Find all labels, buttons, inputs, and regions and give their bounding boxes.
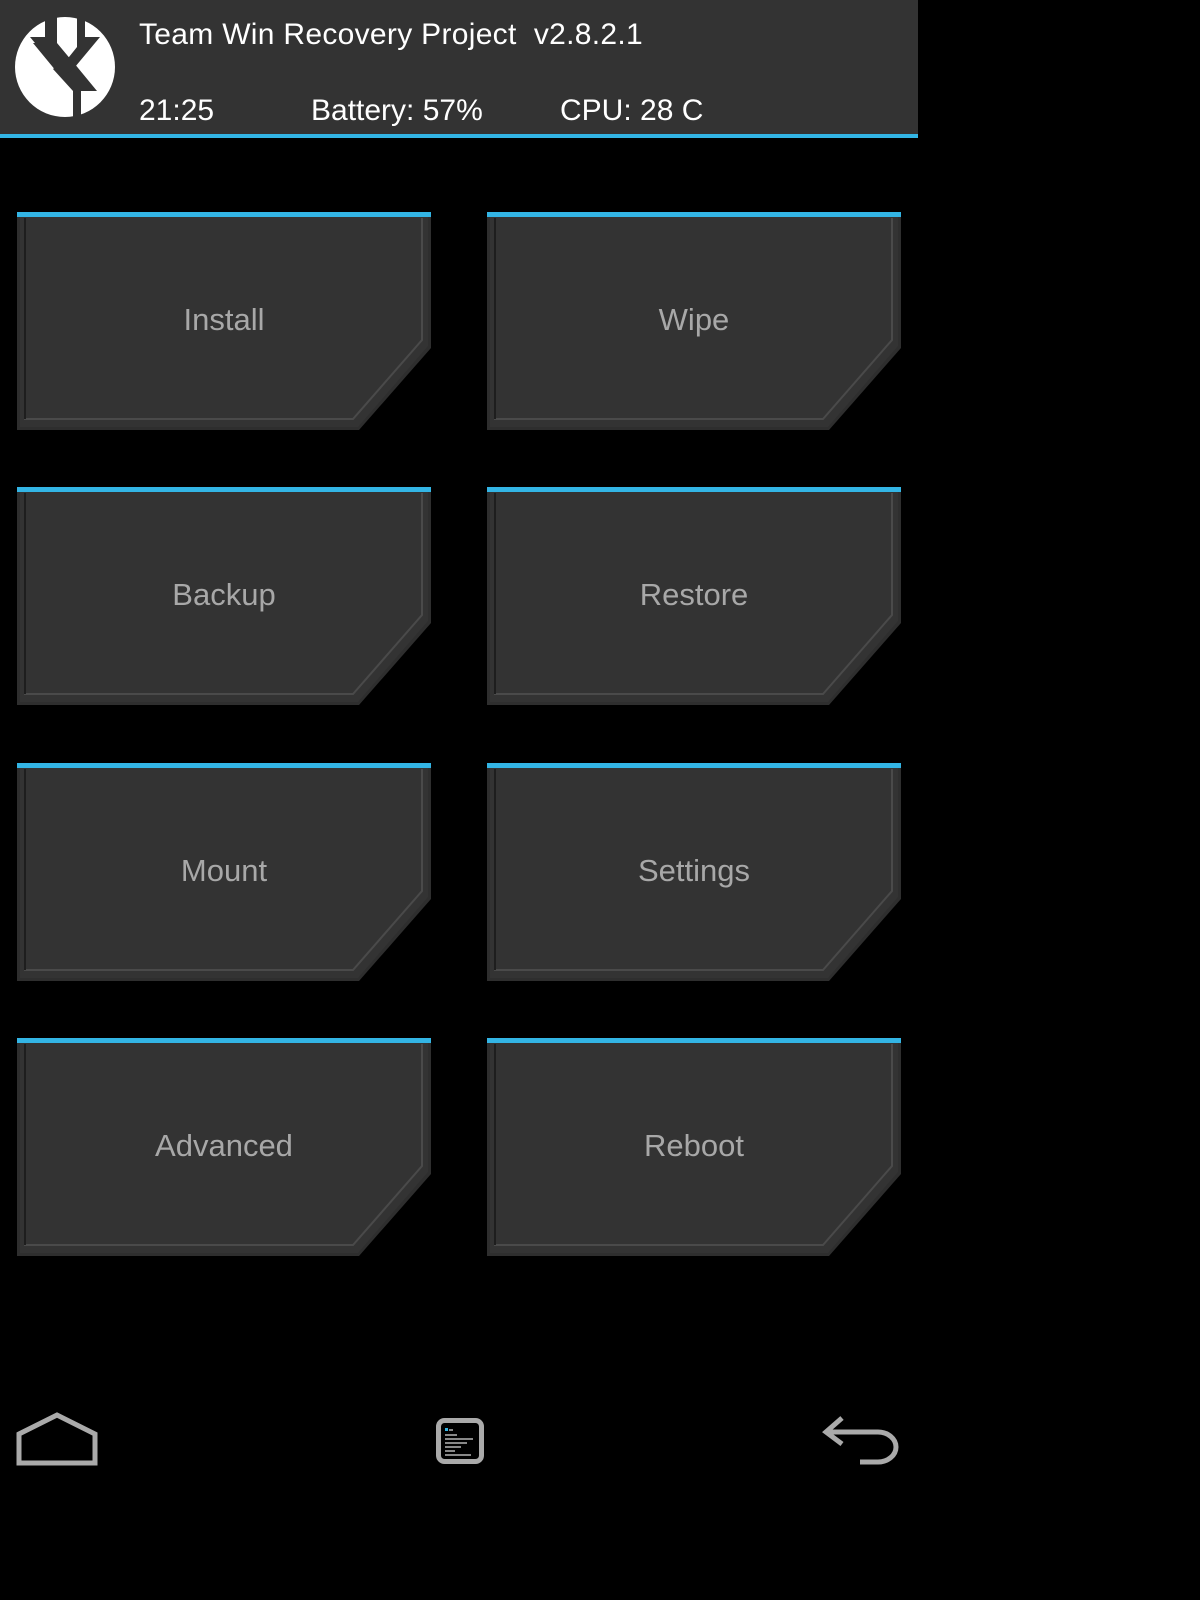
button-frame [487,763,901,981]
menu-button-restore[interactable]: Restore [487,487,901,705]
menu-button-reboot[interactable]: Reboot [487,1038,901,1256]
button-label: Reboot [644,1128,744,1163]
header-bar: Team Win Recovery Project v2.8.2.1 21:25… [0,0,918,138]
twrp-logo-icon [15,17,115,117]
button-frame [17,487,431,705]
button-frame [487,1038,901,1256]
cpu-temp-text: CPU: 28 C [560,94,704,127]
menu-button-install[interactable]: Install [17,212,431,430]
menu-button-backup[interactable]: Backup [17,487,431,705]
console-button[interactable] [436,1418,484,1464]
button-frame [17,212,431,430]
button-frame [17,1038,431,1256]
battery-text: Battery: 57% [311,94,483,127]
button-label: Restore [639,577,749,612]
back-button[interactable] [820,1412,904,1466]
home-icon [16,1412,98,1466]
button-label: Settings [637,853,750,888]
menu-button-settings[interactable]: Settings [487,763,901,981]
back-icon [822,1416,899,1465]
button-label: Install [183,302,265,337]
button-frame [17,763,431,981]
menu-button-advanced[interactable]: Advanced [17,1038,431,1256]
console-icon [436,1418,484,1464]
button-frame [487,212,901,430]
menu-button-wipe[interactable]: Wipe [487,212,901,430]
button-label: Backup [172,577,276,612]
button-label: Advanced [155,1128,293,1163]
home-button[interactable] [15,1410,99,1468]
button-label: Wipe [658,302,730,337]
app-title: Team Win Recovery Project v2.8.2.1 [139,18,644,51]
clock-text: 21:25 [139,94,215,127]
button-label: Mount [180,853,268,888]
menu-button-mount[interactable]: Mount [17,763,431,981]
button-frame [487,487,901,705]
